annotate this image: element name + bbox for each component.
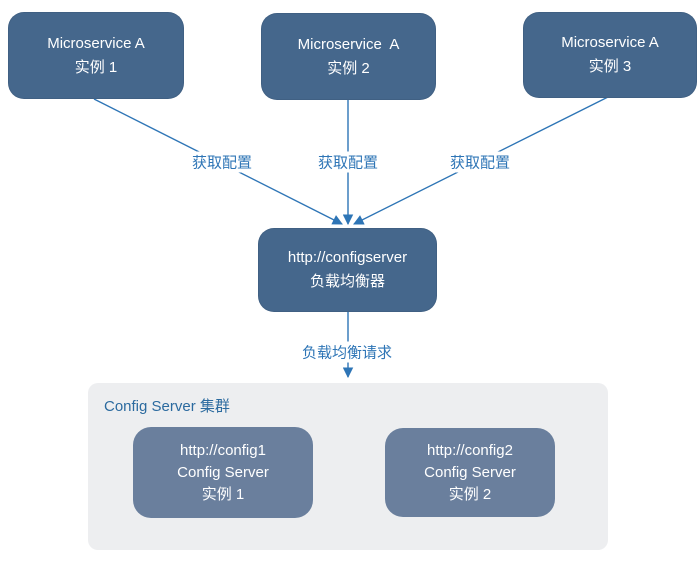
node-microservice-a-instance-3: Microservice A 实例 3	[523, 12, 697, 98]
node-load-balancer: http://configserver 负载均衡器	[258, 228, 437, 312]
node-subtitle: 负载均衡器	[309, 273, 385, 290]
node-title: Microservice A	[297, 35, 400, 53]
node-microservice-a-instance-2: Microservice A 实例 2	[261, 13, 436, 100]
edge-label-fetch-config-2: 获取配置	[314, 151, 382, 173]
node-subtitle: 实例 1	[201, 485, 245, 503]
node-subtitle: 实例 3	[588, 58, 632, 75]
config-server-cluster-group: Config Server 集群 http://config1 Config S…	[88, 383, 608, 550]
node-title: Config Server	[177, 463, 269, 481]
node-microservice-a-instance-1: Microservice A 实例 1	[8, 12, 184, 99]
cluster-title: Config Server 集群	[104, 398, 230, 415]
node-config-server-instance-1: http://config1 Config Server 实例 1	[133, 427, 313, 518]
node-subtitle: 实例 2	[327, 59, 370, 77]
node-config-server-instance-2: http://config2 Config Server 实例 2	[385, 428, 555, 517]
edge-label-fetch-config-3: 获取配置	[446, 151, 514, 173]
node-url: http://config2	[427, 441, 513, 459]
node-title: Microservice A	[47, 34, 145, 52]
node-title: http://configserver	[287, 249, 408, 266]
node-subtitle: 实例 1	[74, 58, 118, 76]
node-title: Config Server	[424, 463, 516, 481]
edge-label-lb-request: 负载均衡请求	[298, 341, 396, 363]
edge-label-fetch-config-1: 获取配置	[188, 151, 256, 173]
node-subtitle: 实例 2	[448, 485, 492, 503]
node-url: http://config1	[180, 441, 266, 459]
node-title: Microservice A	[561, 34, 659, 51]
